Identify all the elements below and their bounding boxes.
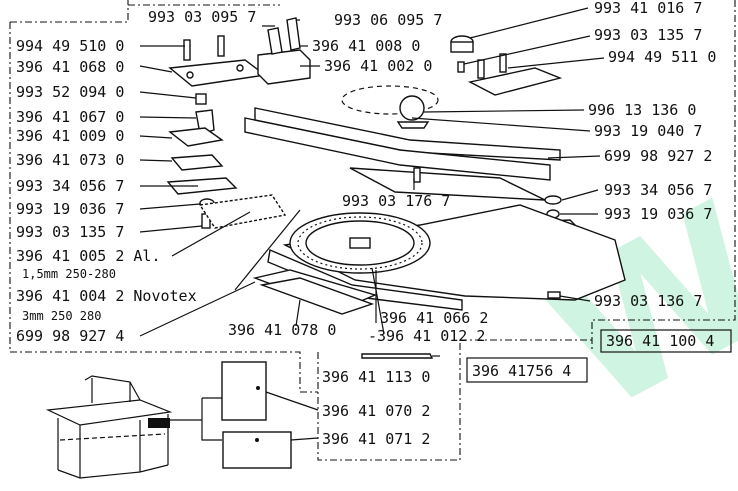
label-396-41-004-2-spec: 3mm 250 280 <box>22 309 101 323</box>
label-396-41-005-2: 396 41 005 2 Al. <box>16 247 161 265</box>
label-396-41-071-2: 396 41 071 2 <box>322 430 430 448</box>
label-993-03-135-7-right: 993 03 135 7 <box>594 26 702 44</box>
label-994-49-510-0: 994 49 510 0 <box>16 37 124 55</box>
label-993-52-094-0: 993 52 094 0 <box>16 83 124 101</box>
label-396-41-068-0: 396 41 068 0 <box>16 58 124 76</box>
insert-plate-070 <box>221 361 267 421</box>
label-993-03-095-7: 993 03 095 7 <box>148 8 256 26</box>
label-396-41-078-0: 396 41 078 0 <box>228 321 336 339</box>
label-396-41-073-0: 396 41 073 0 <box>16 151 124 169</box>
label-993-03-135-7-left: 993 03 135 7 <box>16 223 124 241</box>
label-396-41-066-2: 396 41 066 2 <box>380 309 488 327</box>
label-396-41-756-4: 396 41756 4 <box>472 362 571 380</box>
label-993-06-095-7: 993 06 095 7 <box>334 11 442 29</box>
label-994-49-511-0: 994 49 511 0 <box>608 48 716 66</box>
label-699-98-927-4: 699 98 927 4 <box>16 327 124 345</box>
label-396-41-067-0: 396 41 067 0 <box>16 108 124 126</box>
parts <box>45 17 626 479</box>
label-993-19-036-7-right: 993 19 036 7 <box>604 205 712 223</box>
label-993-41-016-7: 993 41 016 7 <box>594 0 702 17</box>
label-993-19-036-7-left: 993 19 036 7 <box>16 200 124 218</box>
frame-lines <box>9 0 736 461</box>
label-396-41-004-2: 396 41 004 2 Novotex <box>16 287 197 305</box>
label-699-98-927-2: 699 98 927 2 <box>604 147 712 165</box>
label-396-41-012-2: -396 41 012 2 <box>368 327 485 345</box>
leader-lines <box>139 7 605 441</box>
label-396-41-009-0: 396 41 009 0 <box>16 127 124 145</box>
table-insert-marker <box>148 418 170 428</box>
label-993-03-136-7: 993 03 136 7 <box>594 292 702 310</box>
label-996-13-136-0: 996 13 136 0 <box>588 101 696 119</box>
label-396-41-005-2-spec: 1,5mm 250-280 <box>22 267 116 281</box>
label-396-41-002-0: 396 41 002 0 <box>324 57 432 75</box>
box-396-41-100-4 <box>600 329 732 353</box>
label-396-41-113-0: 396 41 113 0 <box>322 368 430 386</box>
label-993-03-176-7: 993 03 176 7 <box>342 192 450 210</box>
label-993-19-040-7: 993 19 040 7 <box>594 122 702 140</box>
saw-machine-icon <box>45 375 173 479</box>
label-993-34-056-7-left: 993 34 056 7 <box>16 177 124 195</box>
insert-plate-071 <box>222 431 292 469</box>
label-396-41-008-0: 396 41 008 0 <box>312 37 420 55</box>
label-993-34-056-7-right: 993 34 056 7 <box>604 181 712 199</box>
label-396-41-100-4: 396 41 100 4 <box>606 332 714 350</box>
box-396-41-756-4 <box>466 357 588 383</box>
part-labels: 993 03 095 7 994 49 510 0 396 41 068 0 9… <box>16 0 716 448</box>
label-396-41-070-2: 396 41 070 2 <box>322 402 430 420</box>
